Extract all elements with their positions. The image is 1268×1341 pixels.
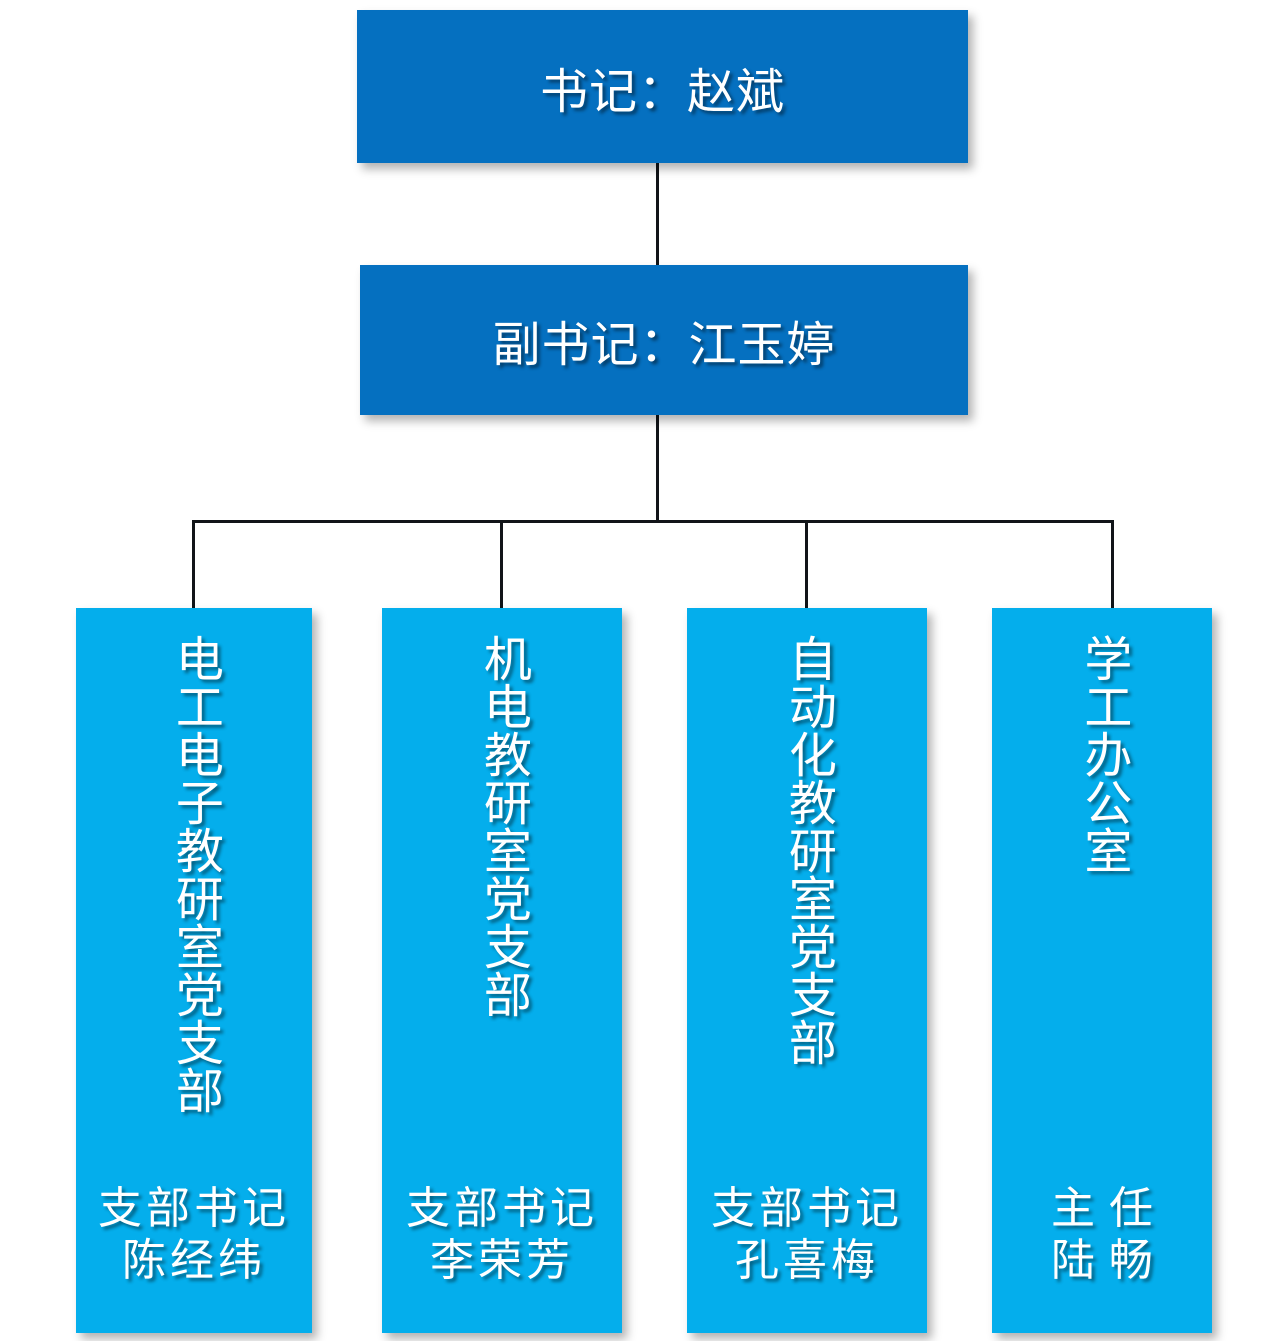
node-branch-dianggong-dianzi[interactable]: 电工电子教研室党支部 支部书记 陈经纬 (76, 608, 312, 1333)
branch-name-3: 孔喜梅 (735, 1236, 879, 1286)
connector-drop-1 (192, 520, 195, 610)
connector-drop-4 (1111, 520, 1114, 610)
branch-footer-3: 支部书记 孔喜梅 (687, 1183, 927, 1287)
branch-role-3: 支部书记 (711, 1184, 903, 1234)
branch-footer-1: 支部书记 陈经纬 (76, 1183, 312, 1287)
branch-footer-4: 主任 陆畅 (992, 1183, 1212, 1287)
node-branch-jidian[interactable]: 机电教研室党支部 支部书记 李荣芳 (382, 608, 622, 1333)
branch-title-1: 电工电子教研室党支部 (167, 634, 221, 1114)
connector-drop-2 (500, 520, 503, 610)
branch-title-3: 自动化教研室党支部 (780, 634, 834, 1066)
node-deputy-secretary-label: 副书记：江玉婷 (492, 319, 836, 372)
node-deputy-secretary[interactable]: 副书记：江玉婷 (360, 265, 968, 415)
branch-footer-2: 支部书记 李荣芳 (382, 1183, 622, 1287)
branch-role-1: 支部书记 (98, 1184, 290, 1234)
connector-drop-3 (805, 520, 808, 610)
branch-title-4: 学工办公室 (1076, 634, 1130, 874)
node-branch-xuegongban[interactable]: 学工办公室 主任 陆畅 (992, 608, 1212, 1333)
connector-secretary-to-deputy (656, 163, 659, 267)
branch-name-2: 李荣芳 (430, 1236, 574, 1286)
branch-role-2: 支部书记 (406, 1184, 598, 1234)
connector-horizontal-bus (192, 520, 1114, 523)
branch-name-1: 陈经纬 (122, 1236, 266, 1286)
node-secretary[interactable]: 书记：赵斌 (357, 10, 968, 163)
connector-deputy-trunk (656, 415, 659, 523)
branch-role-4: 主任 (1051, 1184, 1167, 1234)
node-branch-zidonghua[interactable]: 自动化教研室党支部 支部书记 孔喜梅 (687, 608, 927, 1333)
node-secretary-label: 书记：赵斌 (539, 65, 785, 119)
branch-title-2: 机电教研室党支部 (475, 634, 529, 1018)
branch-name-4: 陆畅 (1051, 1236, 1167, 1286)
